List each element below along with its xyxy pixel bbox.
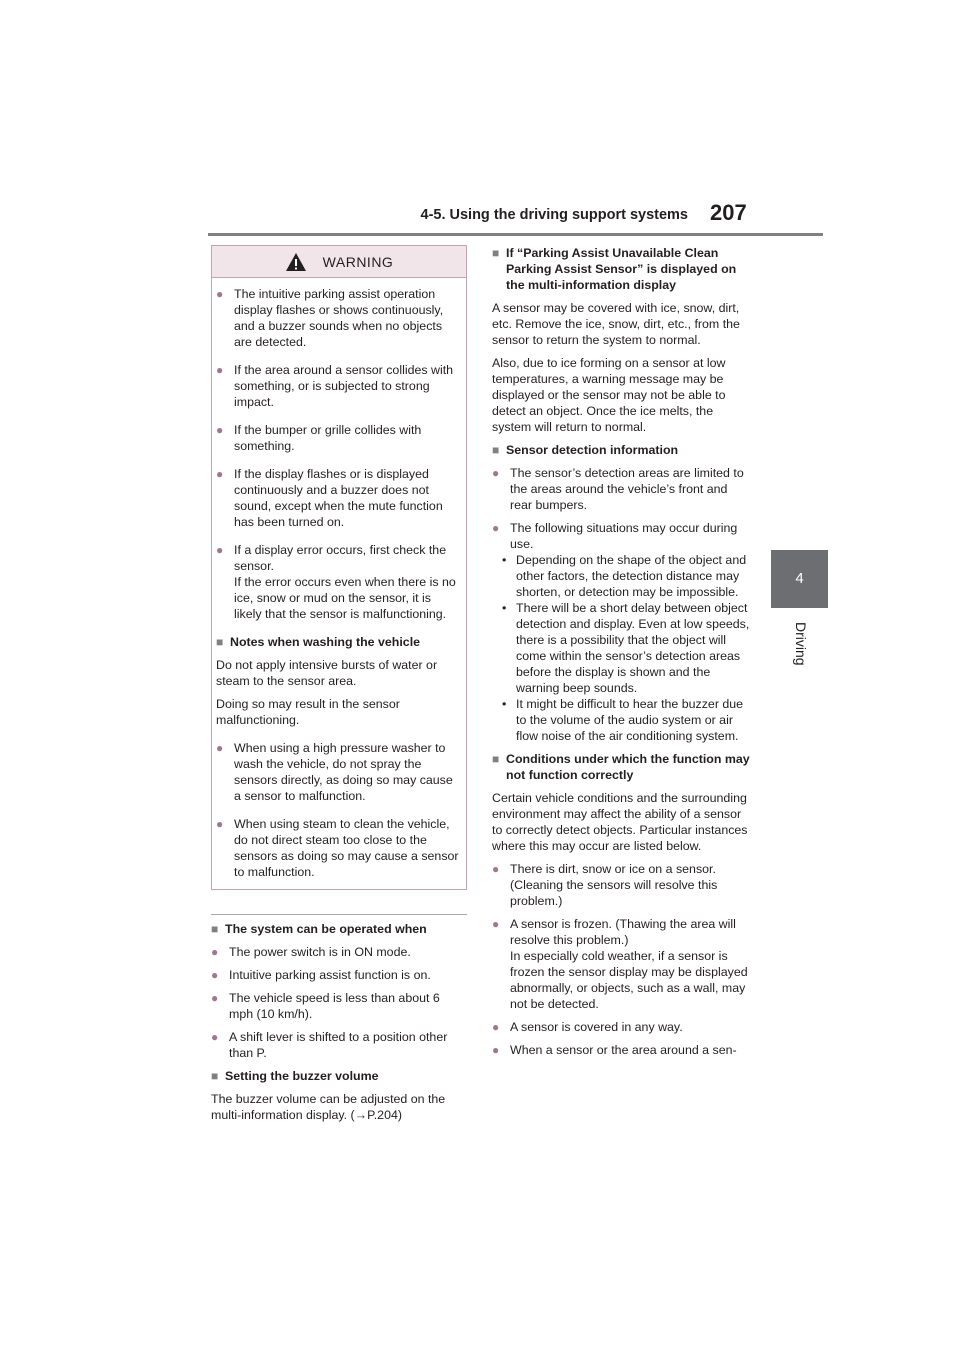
buzzer-paragraph: The buzzer volume can be adjusted on the… xyxy=(211,1092,446,1122)
operate-item: Intuitive parking assist function is on. xyxy=(211,967,467,983)
washing-item: When using steam to clean the vehicle, d… xyxy=(216,816,461,880)
buzzer-heading: Setting the buzzer volume xyxy=(211,1068,467,1084)
page-number: 207 xyxy=(710,200,747,225)
washing-heading: Notes when washing the vehicle xyxy=(216,634,461,650)
operate-item: The power switch is in ON mode. xyxy=(211,944,467,960)
operate-item: The vehicle speed is less than about 6 m… xyxy=(211,990,467,1022)
operate-heading: The system can be operated when xyxy=(211,921,467,937)
detection-item: The sensor’s detection areas are limited… xyxy=(492,465,752,513)
unavailable-paragraph: Also, due to ice forming on a sensor at … xyxy=(492,356,726,434)
warning-triangle-icon xyxy=(285,252,306,271)
section-divider xyxy=(211,914,467,915)
conditions-paragraph: Certain vehicle conditions and the surro… xyxy=(492,791,748,853)
right-column: If “Parking Assist Unavailable Clean Par… xyxy=(492,245,752,1065)
operate-item: A shift lever is shifted to a position o… xyxy=(211,1029,467,1061)
header-divider xyxy=(208,233,823,236)
washing-paragraph: Doing so may result in the sensor malfun… xyxy=(216,697,400,727)
unavailable-heading: If “Parking Assist Unavailable Clean Par… xyxy=(492,245,752,293)
conditions-item: When a sensor or the area around a sen- xyxy=(492,1042,752,1058)
detection-heading: Sensor detection information xyxy=(492,442,752,458)
chapter-tab: 4 xyxy=(771,550,828,608)
washing-item: When using a high pressure washer to was… xyxy=(216,740,461,804)
conditions-item: There is dirt, snow or ice on a sensor. … xyxy=(492,861,752,909)
warning-item: The intuitive parking assist operation d… xyxy=(216,286,461,350)
washing-paragraph: Do not apply intensive bursts of water o… xyxy=(216,658,438,688)
detection-sub-item: There will be a short delay between obje… xyxy=(492,600,752,696)
warning-title: WARNING xyxy=(322,253,394,270)
warning-item: If the display flashes or is displayed c… xyxy=(216,466,461,530)
warning-item: If the area around a sensor collides wit… xyxy=(216,362,461,410)
chapter-label: Driving xyxy=(793,622,809,666)
unavailable-paragraph: A sensor may be covered with ice, snow, … xyxy=(492,301,740,347)
warning-item: If a display error occurs, first check t… xyxy=(216,542,461,622)
section-title: 4-5. Using the driving support systems xyxy=(420,207,689,223)
warning-item: If the bumper or grille collides with so… xyxy=(216,422,461,454)
conditions-item: A sensor is covered in any way. xyxy=(492,1019,752,1035)
detection-sub-item: It might be difficult to hear the buzzer… xyxy=(492,696,752,744)
left-column: The system can be operated when The powe… xyxy=(211,921,467,1130)
detection-item: The following situations may occur durin… xyxy=(492,520,752,552)
detection-sub-list: Depending on the shape of the object and… xyxy=(492,552,752,744)
warning-box: WARNING The intuitive parking assist ope… xyxy=(211,245,467,890)
conditions-item: A sensor is frozen. (Thawing the area wi… xyxy=(492,916,752,1012)
warning-body: The intuitive parking assist operation d… xyxy=(212,278,466,880)
conditions-heading: Conditions under which the function may … xyxy=(492,751,752,783)
detection-sub-item: Depending on the shape of the object and… xyxy=(492,552,752,600)
warning-header: WARNING xyxy=(212,246,466,278)
